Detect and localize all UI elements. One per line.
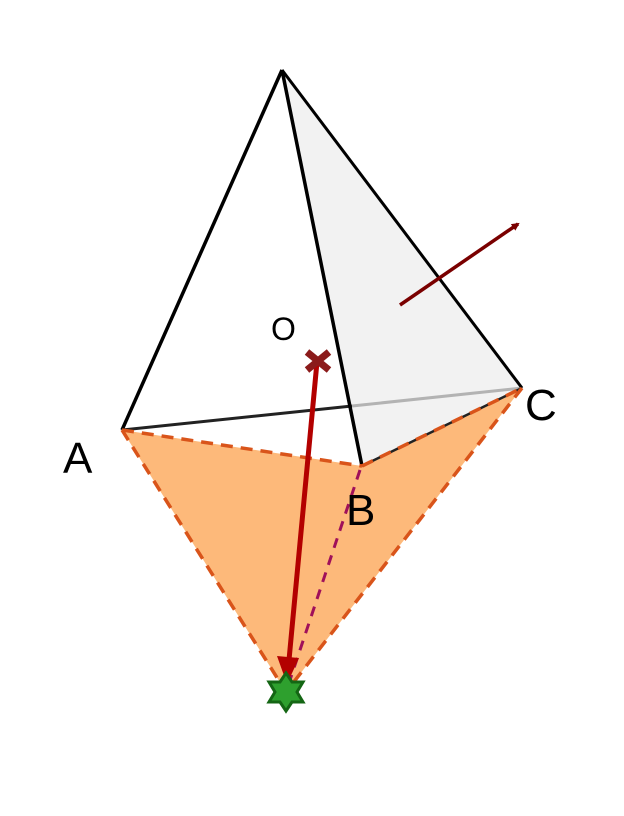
edge-AC-front xyxy=(121,404,353,432)
edge-apex-B xyxy=(280,69,364,467)
projection-region xyxy=(122,388,522,692)
label-O: O xyxy=(271,311,296,347)
edge-AC-hidden xyxy=(351,386,523,408)
vector-arrowhead xyxy=(277,656,299,684)
label-A: A xyxy=(63,434,93,483)
projection-edges xyxy=(120,386,524,694)
vector-O-to-star xyxy=(286,361,320,661)
dashed-link-B-star xyxy=(288,469,362,681)
center-marker-x-icon xyxy=(304,349,332,373)
label-C: C xyxy=(525,381,557,430)
normal-arrow xyxy=(399,222,520,307)
label-B: B xyxy=(346,486,375,535)
edge-apex-A xyxy=(120,69,284,431)
edge-apex-C xyxy=(280,69,524,389)
star-icon xyxy=(266,670,306,714)
